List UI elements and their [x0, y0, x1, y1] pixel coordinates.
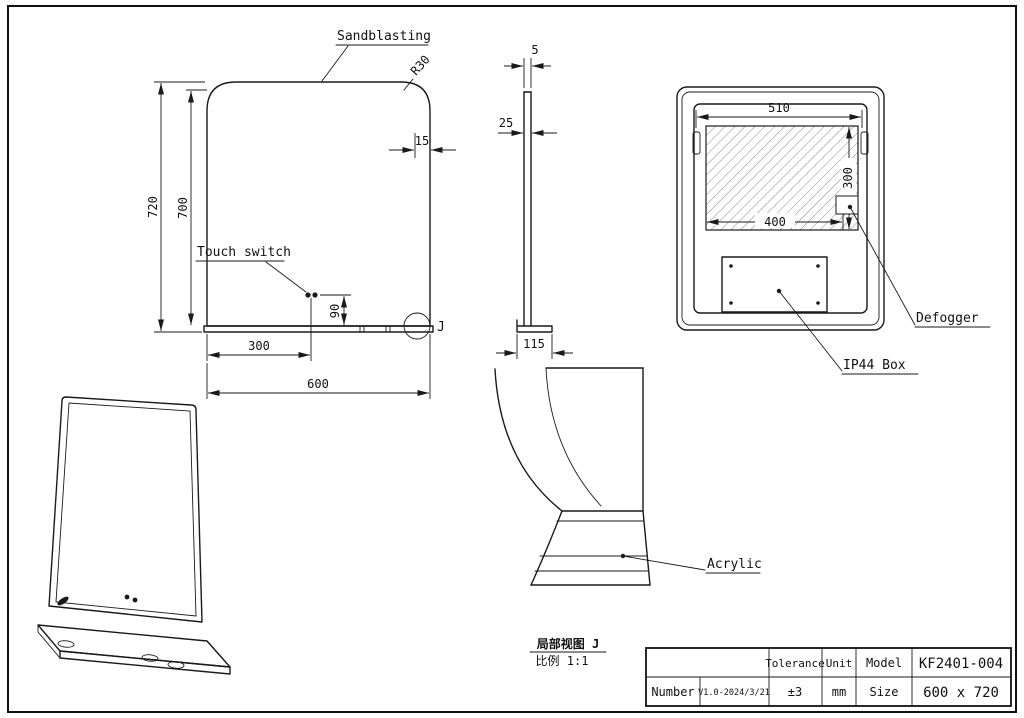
glass-profile	[523, 91, 532, 327]
touch-switch-dot	[312, 292, 318, 298]
dim-height-720: 720	[146, 81, 205, 333]
detail-caption-text: 局部视图 J	[537, 636, 599, 651]
dim-90-text: 90	[328, 304, 342, 318]
ip44-box	[721, 256, 828, 313]
label-ip44-box: IP44 Box	[776, 288, 919, 375]
dim-300-text: 300	[248, 339, 270, 353]
back-frame-outer	[676, 86, 885, 331]
detail-view-j: Acrylic 局部视图 J 比例 1:1	[494, 367, 762, 668]
dim-defogger-300: 300	[841, 127, 856, 229]
dim-115-text: 115	[523, 337, 545, 351]
dim-width-600: 600	[206, 334, 431, 399]
dim-510-text: 510	[768, 101, 790, 115]
defogger-tab	[835, 195, 859, 215]
model-label: Model	[866, 656, 902, 670]
detail-arc-outer	[494, 368, 563, 512]
detail-scale-text: 比例 1:1	[536, 654, 589, 668]
dim-400-text: 400	[764, 215, 786, 229]
dim-600-text: 600	[307, 377, 329, 391]
detail-arc-inner	[545, 367, 602, 507]
oval-hole	[57, 640, 75, 648]
label-acrylic: Acrylic	[620, 553, 762, 574]
back-frame-inner	[693, 103, 868, 314]
acrylic-text: Acrylic	[707, 557, 762, 572]
persp-touch-dot	[132, 597, 138, 603]
dim-720-text: 720	[146, 196, 160, 218]
side-view: 5 25 115	[496, 43, 573, 359]
size-label: Size	[870, 685, 899, 699]
persp-panel-inner	[55, 402, 197, 617]
detail-band-left-curve	[530, 510, 563, 586]
dim-glass-5: 5	[504, 43, 551, 88]
dim-switch-300: 300	[206, 298, 312, 361]
mount-ticks	[359, 325, 391, 333]
model-value: KF2401-004	[919, 656, 1003, 672]
dim-700-text: 700	[176, 197, 190, 219]
number-label: Number	[651, 685, 694, 699]
oval-hole	[141, 654, 159, 662]
dim-25-text: 25	[499, 116, 513, 130]
label-defogger: Defogger	[847, 204, 991, 328]
dim-5-text: 5	[531, 43, 538, 57]
tolerance-value: ±3	[788, 685, 802, 699]
shelf-strip	[203, 325, 434, 333]
back-view: 510 400 300 Defogger	[676, 86, 991, 375]
persp-shelf-side	[37, 624, 61, 659]
detail-circle-j: J	[403, 312, 445, 340]
title-block: Tolerance Unit Model KF2401-004 Number V…	[645, 647, 1012, 707]
sandblasting-text: Sandblasting	[337, 29, 431, 44]
sheet-border	[7, 5, 1017, 713]
dim-defogger-400: 400	[707, 212, 844, 230]
detail-band-right-edge	[642, 510, 651, 586]
label-touch-switch: Touch switch	[195, 245, 307, 293]
detail-marker-text: J	[437, 320, 445, 335]
oval-hole	[57, 596, 69, 606]
back-frame-mid	[681, 91, 880, 326]
tolerance-label: Tolerance	[765, 657, 825, 670]
hanger-left	[692, 131, 701, 155]
label-sandblasting: Sandblasting	[321, 29, 431, 82]
touch-switch-dot	[305, 292, 311, 298]
side-shelf	[516, 319, 553, 333]
touch-switch-text: Touch switch	[197, 245, 291, 260]
persp-touch-dot	[124, 594, 130, 600]
dim-switch-90: 90	[320, 294, 351, 325]
dim-top-25: 25	[498, 116, 557, 136]
unit-label: Unit	[826, 657, 853, 670]
perspective-view	[37, 396, 231, 675]
size-value: 600 x 720	[923, 685, 999, 701]
ip44-text: IP44 Box	[843, 358, 906, 373]
hanger-right	[860, 131, 869, 155]
unit-value: mm	[832, 685, 846, 699]
number-value: V1.0-2024/3/21	[698, 688, 770, 698]
dim-hanger-510: 510	[695, 101, 863, 128]
oval-hole	[167, 661, 185, 669]
detail-caption: 局部视图 J 比例 1:1	[529, 636, 607, 668]
dim-height-700: 700	[176, 89, 207, 325]
dim-15-text: 15	[415, 134, 429, 148]
dim-edge-15: 15	[389, 133, 456, 158]
persp-panel-outer	[48, 396, 203, 623]
front-view: Sandblasting R30 15 720 700	[146, 29, 456, 399]
dim-base-115: 115	[496, 334, 573, 359]
defogger-pad	[705, 125, 859, 231]
defogger-text: Defogger	[916, 311, 979, 326]
dim-300v-text: 300	[841, 167, 855, 189]
